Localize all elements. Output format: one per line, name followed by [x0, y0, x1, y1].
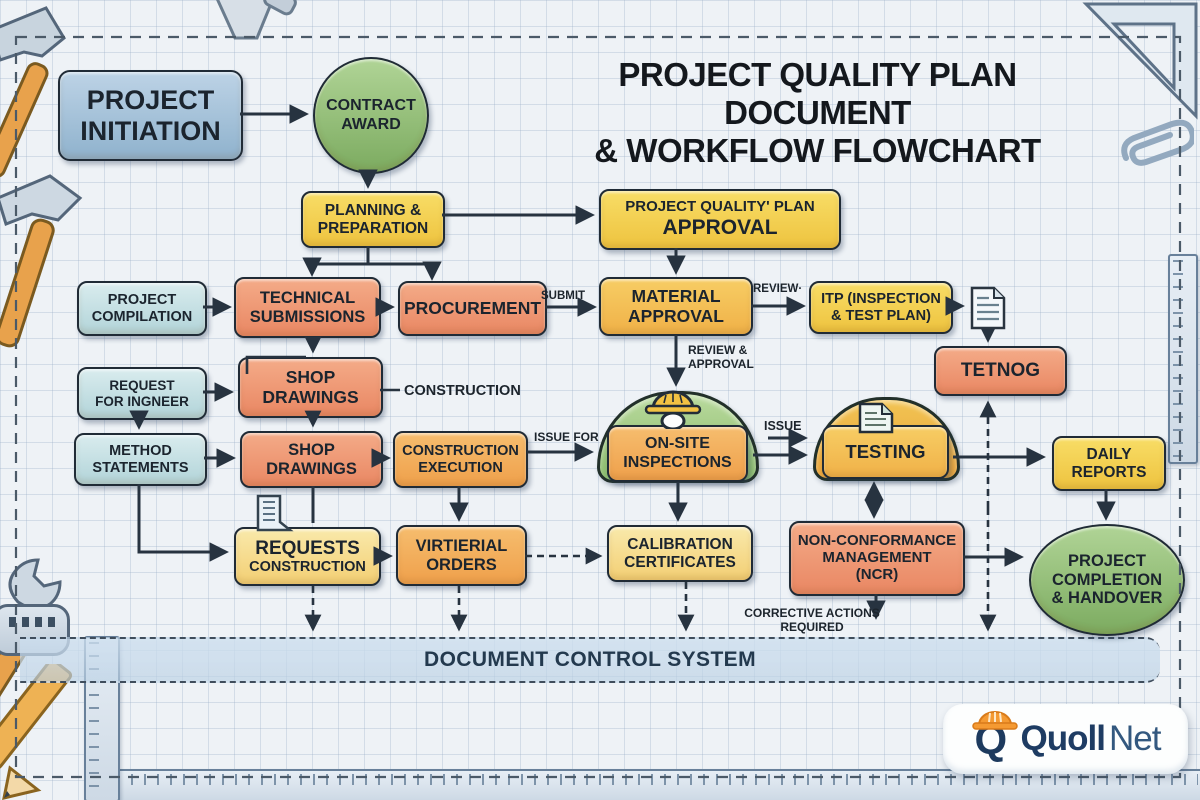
node-material-approval: MATERIAL APPROVAL	[599, 277, 753, 336]
node-request-for-engineer: REQUEST FOR INGNEER	[77, 367, 207, 420]
node-construction-execution: CONSTRUCTION EXECUTION	[393, 431, 528, 488]
elbow-method-to-requests	[137, 484, 229, 562]
node-project-compilation: PROJECT COMPILATION	[77, 281, 207, 336]
document-control-system-bar: DOCUMENT CONTROL SYSTEM	[20, 637, 1160, 683]
node-method-statements: METHOD STATEMENTS	[74, 433, 207, 486]
node-shop-drawings-1: SHOP DRAWINGS	[238, 357, 383, 418]
paperclip-icon	[1121, 119, 1194, 166]
edge-label-corrective-actions: CORRECTIVE ACTIONS REQUIRED	[744, 606, 880, 634]
node-tetnog: TETNOG	[934, 346, 1067, 396]
edge-label-review-approval: REVIEW & APPROVAL	[688, 343, 754, 371]
node-calibration-certificates: CALIBRATION CERTIFICATES	[607, 525, 753, 582]
testing-document-icon	[858, 402, 894, 434]
itp-document-icon	[970, 286, 1006, 330]
logo-hard-hat-icon	[971, 711, 1018, 730]
hard-hat-icon	[644, 390, 702, 429]
edge-label-issue: ISSUE	[764, 419, 802, 433]
edge-label-submit: SUBMIT	[541, 290, 586, 302]
node-pqp-approval: PROJECT QUALITY' PLAN APPROVAL	[599, 189, 841, 250]
ruler-right-icon	[1168, 254, 1198, 464]
node-planning-preparation: PLANNING & PREPARATION	[301, 191, 445, 248]
node-project-completion: PROJECT COMPLETION & HANDOVER	[1029, 524, 1185, 636]
node-itp: ITP (INSPECTION & TEST PLAN)	[809, 281, 953, 334]
node-virtierial-orders: VIRTIERIAL ORDERS	[396, 525, 527, 586]
node-daily-reports: DAILY REPORTS	[1052, 436, 1166, 491]
requests-document-icon	[256, 494, 294, 532]
node-project-initiation: PROJECT INITIATION	[58, 70, 243, 161]
edge-label-construction: CONSTRUCTION	[404, 383, 521, 399]
logo-q-monogram: Q	[971, 711, 1018, 767]
node-onsite-inspections: ON-SITE INSPECTIONS	[607, 425, 748, 482]
trowel-icon	[216, 0, 297, 40]
split-planning	[312, 246, 432, 266]
node-requests-construction: REQUESTS CONSTRUCTION	[234, 527, 381, 586]
edge-label-issue-for: ISSUE FOR	[534, 430, 599, 444]
node-ncr: NON-CONFORMANCE MANAGEMENT (NCR)	[789, 521, 965, 596]
node-procurement: PROCUREMENT	[398, 281, 547, 336]
node-technical-submissions: TECHNICAL SUBMISSIONS	[234, 277, 381, 338]
edge-label-review: REVIEW·	[753, 283, 803, 295]
node-contract-award: CONTRACT AWARD	[313, 57, 429, 174]
page-title: PROJECT QUALITY PLAN DOCUMENT & WORKFLOW…	[594, 56, 1041, 169]
node-shop-drawings-2: SHOP DRAWINGS	[240, 431, 383, 488]
